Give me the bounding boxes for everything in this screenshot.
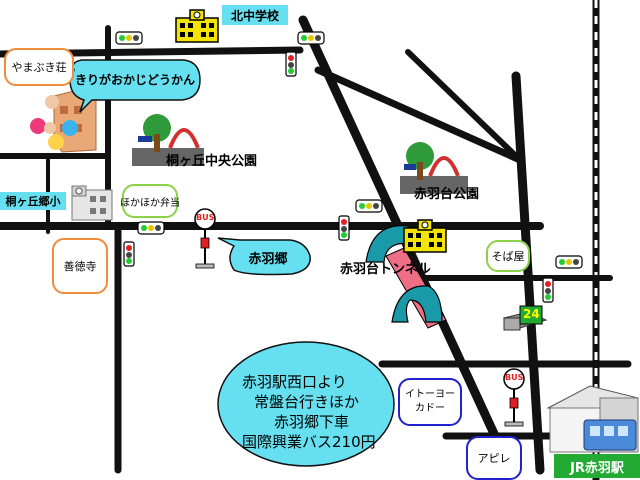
convenience-store-icon — [502, 305, 548, 331]
traffic-light-3 — [297, 31, 325, 45]
traffic-light-2 — [285, 51, 297, 77]
convenience-store-number: 24 — [523, 307, 540, 321]
label-jr-akabane: JR赤羽駅 — [554, 454, 640, 478]
bus-stop-station — [503, 368, 525, 427]
label-akabanedai-tunnel: 赤羽台トンネル — [340, 262, 431, 277]
label-kirigaoka-bubble: きりがおかじどうかん — [74, 72, 195, 87]
traffic-light-9 — [542, 277, 554, 303]
directions-line-1: 赤羽駅西口より — [242, 373, 347, 391]
label-yamabuki-so: やまぶき荘 — [4, 48, 74, 86]
traffic-light-4 — [355, 199, 383, 213]
label-akabanego-bubble: 赤羽郷 — [248, 251, 288, 267]
bus-sign-akabanego: BUS — [196, 213, 215, 222]
speech-bubble-kirigaoka — [69, 59, 201, 113]
speech-bubble-akabanego — [217, 237, 311, 276]
tunnel — [365, 225, 447, 329]
label-kita-chugakko: 北中学校 — [222, 5, 288, 25]
label-hokahoka-bento: ほかほか弁当 — [120, 184, 180, 218]
park-icon-kirigaoka — [132, 114, 204, 166]
label-kirigaoka-park: 桐ヶ丘中央公園 — [166, 154, 258, 169]
school-icon-kita — [175, 9, 219, 43]
directions-line-2: 常盤台行きほか — [254, 393, 360, 411]
bus-sign-station: BUS — [505, 373, 524, 382]
label-soba-ya: そば屋 — [486, 240, 530, 272]
bus-stop-akabanego — [194, 208, 216, 269]
traffic-light-7 — [123, 241, 135, 267]
traffic-light-8 — [555, 255, 583, 269]
traffic-light-5 — [338, 215, 350, 241]
label-ito-yokado: イトーヨーカドー — [398, 378, 462, 426]
directions-line-3: 赤羽郷下車 — [274, 413, 350, 431]
label-apire: アピレ — [466, 436, 522, 480]
traffic-light-1 — [115, 31, 143, 45]
traffic-light-6 — [137, 221, 165, 235]
label-akabanedai-park: 赤羽台公園 — [414, 187, 480, 202]
label-kirigaoka-gosho: 桐ヶ丘郷小 — [0, 192, 66, 210]
station-building-icon — [546, 385, 640, 453]
directions-line-4: 国際興業バス210円 — [242, 433, 376, 451]
directions-ellipse — [217, 341, 395, 467]
park-icon-akabanedai — [400, 142, 468, 194]
label-zentokuji: 善徳寺 — [52, 238, 108, 294]
directions-text: 赤羽駅西口より 常盤台行きほか 赤羽郷下車 国際興業バス210円 — [218, 350, 398, 474]
building-icon-gosho — [71, 185, 113, 221]
